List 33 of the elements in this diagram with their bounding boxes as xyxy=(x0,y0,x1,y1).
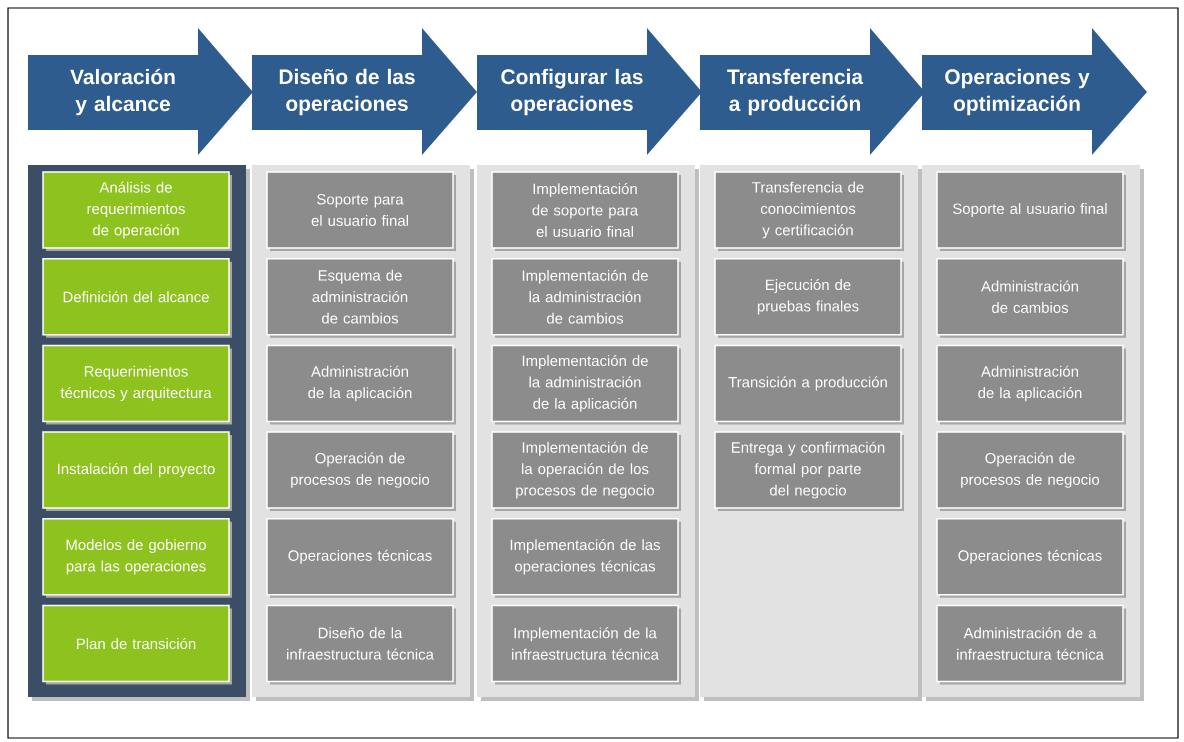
step-box: Transferencia de conocimientos y certificación xyxy=(714,171,904,251)
step-box: Requerimientos técnicos y arquitectura xyxy=(42,344,232,425)
step-box: Operación de procesos de negocio xyxy=(936,431,1126,512)
step-box: Operaciones técnicas xyxy=(266,518,456,598)
step-box: Esquema de administración de cambios xyxy=(266,257,456,338)
step-box: Implementación de la operación de los procesos de negocio xyxy=(491,431,681,512)
step-box: Administración de la aplicación xyxy=(936,344,1126,425)
step-box: Plan de transición xyxy=(42,604,232,685)
phase-header: Diseño de las operaciones xyxy=(252,28,477,155)
step-box: Implementación de soporte para el usuario final xyxy=(491,171,681,251)
step-box: Implementación de la administración de cambios xyxy=(491,257,681,338)
step-box: Definición del alcance xyxy=(42,257,232,338)
phase-header: Transferencia a producción xyxy=(700,28,925,155)
step-box: Implementación de la infraestructura técnica xyxy=(491,604,681,685)
step-box: Administración de a infraestructura técnica xyxy=(936,604,1126,685)
step-box: Modelos de gobierno para las operaciones xyxy=(42,518,232,598)
phase-header: Configurar las operaciones xyxy=(477,28,702,155)
step-box: Implementación de la administración de la aplicación xyxy=(491,344,681,425)
step-box: Operación de procesos de negocio xyxy=(266,431,456,512)
step-box: Administración de cambios xyxy=(936,257,1126,338)
phase-header: Operaciones y optimización xyxy=(922,28,1147,155)
step-box: Diseño de la infraestructura técnica xyxy=(266,604,456,685)
phase-header: Valoración y alcance xyxy=(28,28,253,155)
step-box: Ejecución de pruebas finales xyxy=(714,257,904,338)
step-box: Transición a producción xyxy=(714,344,904,425)
step-box: Soporte al usuario final xyxy=(936,171,1126,251)
step-box: Implementación de las operaciones técnicas xyxy=(491,518,681,598)
step-box: Instalación del proyecto xyxy=(42,431,232,512)
step-box: Administración de la aplicación xyxy=(266,344,456,425)
step-box: Soporte para el usuario final xyxy=(266,171,456,251)
step-box: Operaciones técnicas xyxy=(936,518,1126,598)
step-box: Análisis de requerimientos de operación xyxy=(42,171,232,251)
step-box: Entrega y confirmación formal por parte del negocio xyxy=(714,431,904,512)
